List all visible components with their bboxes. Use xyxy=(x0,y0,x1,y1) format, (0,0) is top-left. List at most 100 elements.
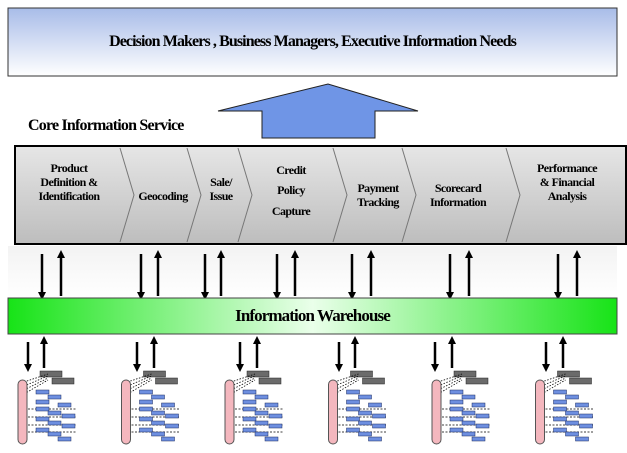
source-block xyxy=(358,394,372,400)
stage-payment-tracking: Payment Tracking xyxy=(357,181,399,209)
source-cylinder xyxy=(121,379,131,445)
source-block xyxy=(449,389,464,395)
information-warehouse-bar xyxy=(7,297,618,335)
source-block xyxy=(553,399,567,405)
source-block xyxy=(449,406,464,412)
source-block xyxy=(264,436,279,442)
source-block xyxy=(35,427,50,433)
source-block xyxy=(268,423,283,429)
source-block xyxy=(264,402,279,408)
source-block xyxy=(368,402,382,408)
source-cylinder xyxy=(431,379,442,445)
stage-chevron xyxy=(505,147,521,243)
upward-arrow xyxy=(217,83,419,139)
source-block xyxy=(575,436,589,442)
source-block xyxy=(57,436,72,442)
source-block xyxy=(346,416,360,422)
warehouse-source-arrows xyxy=(24,336,567,372)
connector-line xyxy=(127,373,152,383)
source-block xyxy=(553,416,567,422)
connector-line xyxy=(230,373,256,383)
source-block xyxy=(35,389,50,395)
connector-line xyxy=(541,373,566,383)
connector-line xyxy=(437,377,463,391)
source-block xyxy=(35,416,50,422)
connector-line xyxy=(334,377,359,391)
source-block xyxy=(358,410,372,416)
source-block xyxy=(449,427,464,433)
source-block xyxy=(47,420,62,426)
stage-sale-issue: Sale/ Issue xyxy=(209,175,233,203)
source-block xyxy=(139,427,153,433)
source-block xyxy=(368,436,382,442)
source-block xyxy=(139,416,153,422)
source-block xyxy=(161,436,175,442)
source-block xyxy=(358,420,372,426)
source-cylinder xyxy=(535,379,545,445)
source-block xyxy=(151,431,165,437)
gray-block xyxy=(453,370,477,378)
core-service-title: Core Information Service xyxy=(24,117,188,136)
connector-line xyxy=(334,375,359,387)
connector-line xyxy=(437,373,463,383)
source-block xyxy=(61,423,76,429)
connector-line xyxy=(230,377,256,391)
source-block xyxy=(242,406,257,412)
source-block xyxy=(461,420,476,426)
source-block xyxy=(151,394,165,400)
connection-band xyxy=(8,246,617,298)
source-block xyxy=(565,420,579,426)
source-block xyxy=(372,423,386,429)
gray-block xyxy=(51,377,75,385)
gray-block xyxy=(246,370,270,378)
source-block xyxy=(579,413,593,419)
source-block xyxy=(461,394,476,400)
source-block xyxy=(346,389,360,395)
source-cylinder xyxy=(328,379,338,445)
database-tree-icon xyxy=(535,370,594,445)
database-tree-icon xyxy=(431,370,490,445)
connector-line xyxy=(23,375,49,387)
stage-chevron xyxy=(401,147,417,243)
core-warehouse-arrows xyxy=(38,250,581,300)
gray-block xyxy=(569,377,592,385)
source-block xyxy=(471,436,486,442)
source-block xyxy=(165,423,179,429)
connector-line xyxy=(230,375,256,387)
connector-line xyxy=(23,373,49,383)
database-tree-icon xyxy=(17,370,76,445)
decision-makers-box xyxy=(7,7,618,77)
source-block xyxy=(151,420,165,426)
source-block xyxy=(565,394,579,400)
source-block xyxy=(165,413,179,419)
gray-block xyxy=(143,370,166,378)
source-block xyxy=(475,413,490,419)
source-block xyxy=(161,402,175,408)
source-block xyxy=(35,406,50,412)
source-block xyxy=(268,413,283,419)
source-cylinder xyxy=(224,379,235,445)
gray-block xyxy=(557,370,580,378)
source-block xyxy=(57,402,72,408)
gray-block xyxy=(39,370,63,378)
source-block xyxy=(449,399,464,405)
stage-chevron xyxy=(186,147,202,243)
source-block xyxy=(254,410,269,416)
connector-line xyxy=(541,377,566,391)
core-service-box xyxy=(14,145,627,245)
source-block xyxy=(242,416,257,422)
stage-chevron xyxy=(119,147,135,243)
source-cylinder xyxy=(17,379,28,445)
gray-block xyxy=(465,377,489,385)
warehouse-title: Information Warehouse xyxy=(235,306,391,325)
source-block xyxy=(47,394,62,400)
source-block xyxy=(553,406,567,412)
source-block xyxy=(372,413,386,419)
database-tree-icon xyxy=(328,370,387,445)
connector-line xyxy=(334,373,359,383)
connector-line xyxy=(127,377,152,391)
source-block xyxy=(242,399,257,405)
stage-performance-analysis: Performance & Financial Analysis xyxy=(536,161,598,203)
source-block xyxy=(61,413,76,419)
